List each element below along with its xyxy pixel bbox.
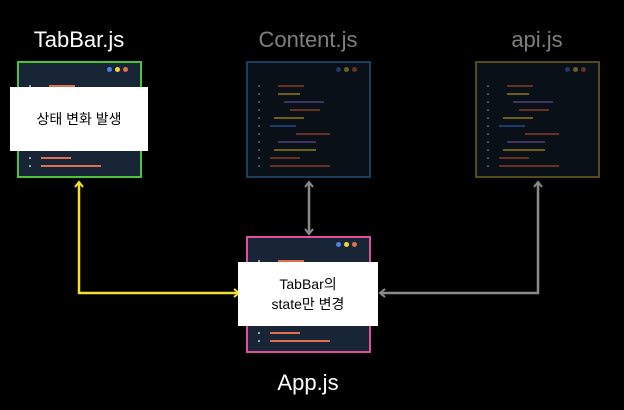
window-dot-red-icon	[352, 242, 357, 247]
code-gutter-mark	[258, 157, 260, 159]
code-line	[513, 101, 553, 103]
node-label-api: api.js	[511, 27, 563, 52]
code-line	[49, 85, 75, 87]
code-gutter-mark	[258, 260, 260, 262]
code-line	[499, 157, 529, 159]
code-line	[499, 165, 559, 167]
code-line	[274, 117, 304, 119]
window-titlebar	[477, 63, 598, 76]
note-app-change-line1: TabBar의	[279, 276, 337, 292]
code-line	[499, 125, 525, 127]
code-gutter-mark	[258, 165, 260, 167]
window-dot-yellow-icon	[573, 67, 578, 72]
node-label-tabbar: TabBar.js	[33, 27, 125, 52]
code-gutter-mark	[29, 85, 31, 87]
code-gutter-mark	[487, 85, 489, 87]
edge-tabbar-app	[74, 180, 241, 298]
window-content	[246, 61, 371, 178]
code-gutter-mark	[258, 340, 260, 342]
code-gutter-mark	[487, 125, 489, 127]
code-gutter-mark	[29, 157, 31, 159]
edge-api-app	[378, 180, 543, 298]
code-line	[503, 149, 545, 151]
code-line	[274, 149, 316, 151]
code-line	[503, 117, 533, 119]
code-line	[41, 165, 101, 167]
window-titlebar	[248, 238, 369, 251]
code-gutter-mark	[487, 157, 489, 159]
window-api	[475, 61, 600, 178]
code-gutter-mark	[487, 165, 489, 167]
window-dot-blue-icon	[107, 67, 112, 72]
code-line	[284, 101, 324, 103]
code-gutter-mark	[258, 109, 260, 111]
code-gutter-mark	[487, 141, 489, 143]
code-gutter-mark	[258, 125, 260, 127]
code-line	[270, 165, 330, 167]
code-gutter-mark	[487, 117, 489, 119]
node-label-app: App.js	[277, 370, 339, 395]
window-dot-red-icon	[352, 67, 357, 72]
code-gutter-mark	[258, 101, 260, 103]
code-line	[507, 93, 529, 95]
code-gutter-mark	[487, 109, 489, 111]
window-dot-blue-icon	[565, 67, 570, 72]
code-gutter-mark	[258, 141, 260, 143]
code-line	[270, 332, 300, 334]
code-line	[270, 157, 300, 159]
window-dot-yellow-icon	[344, 67, 349, 72]
code-line	[278, 93, 300, 95]
code-gutter-mark	[487, 101, 489, 103]
window-titlebar	[19, 63, 140, 76]
code-gutter-mark	[487, 133, 489, 135]
code-line	[278, 141, 316, 143]
code-line	[278, 260, 304, 262]
code-line	[507, 85, 533, 87]
code-gutter-mark	[258, 332, 260, 334]
code-gutter-mark	[258, 133, 260, 135]
code-line	[41, 157, 71, 159]
code-line	[507, 141, 545, 143]
note-tabbar-event-text: 상태 변화 발생	[36, 111, 122, 127]
window-dot-blue-icon	[336, 242, 341, 247]
window-dot-yellow-icon	[115, 67, 120, 72]
code-line	[270, 125, 296, 127]
note-app-change: TabBar의 state만 변경	[238, 262, 378, 326]
code-line	[296, 133, 330, 135]
window-dot-blue-icon	[336, 67, 341, 72]
code-gutter-mark	[487, 149, 489, 151]
code-gutter-mark	[258, 93, 260, 95]
window-dot-yellow-icon	[344, 242, 349, 247]
code-line	[525, 133, 559, 135]
window-titlebar	[248, 63, 369, 76]
note-app-change-line2: state만 변경	[271, 296, 345, 312]
code-line	[270, 340, 330, 342]
code-line	[290, 109, 320, 111]
window-dot-red-icon	[581, 67, 586, 72]
window-dot-red-icon	[123, 67, 128, 72]
note-tabbar-event: 상태 변화 발생	[10, 87, 148, 151]
code-gutter-mark	[258, 117, 260, 119]
code-line	[278, 85, 304, 87]
code-gutter-mark	[29, 165, 31, 167]
code-gutter-mark	[487, 93, 489, 95]
code-gutter-mark	[258, 149, 260, 151]
code-gutter-mark	[258, 85, 260, 87]
code-line	[519, 109, 549, 111]
node-label-content: Content.js	[258, 27, 358, 52]
